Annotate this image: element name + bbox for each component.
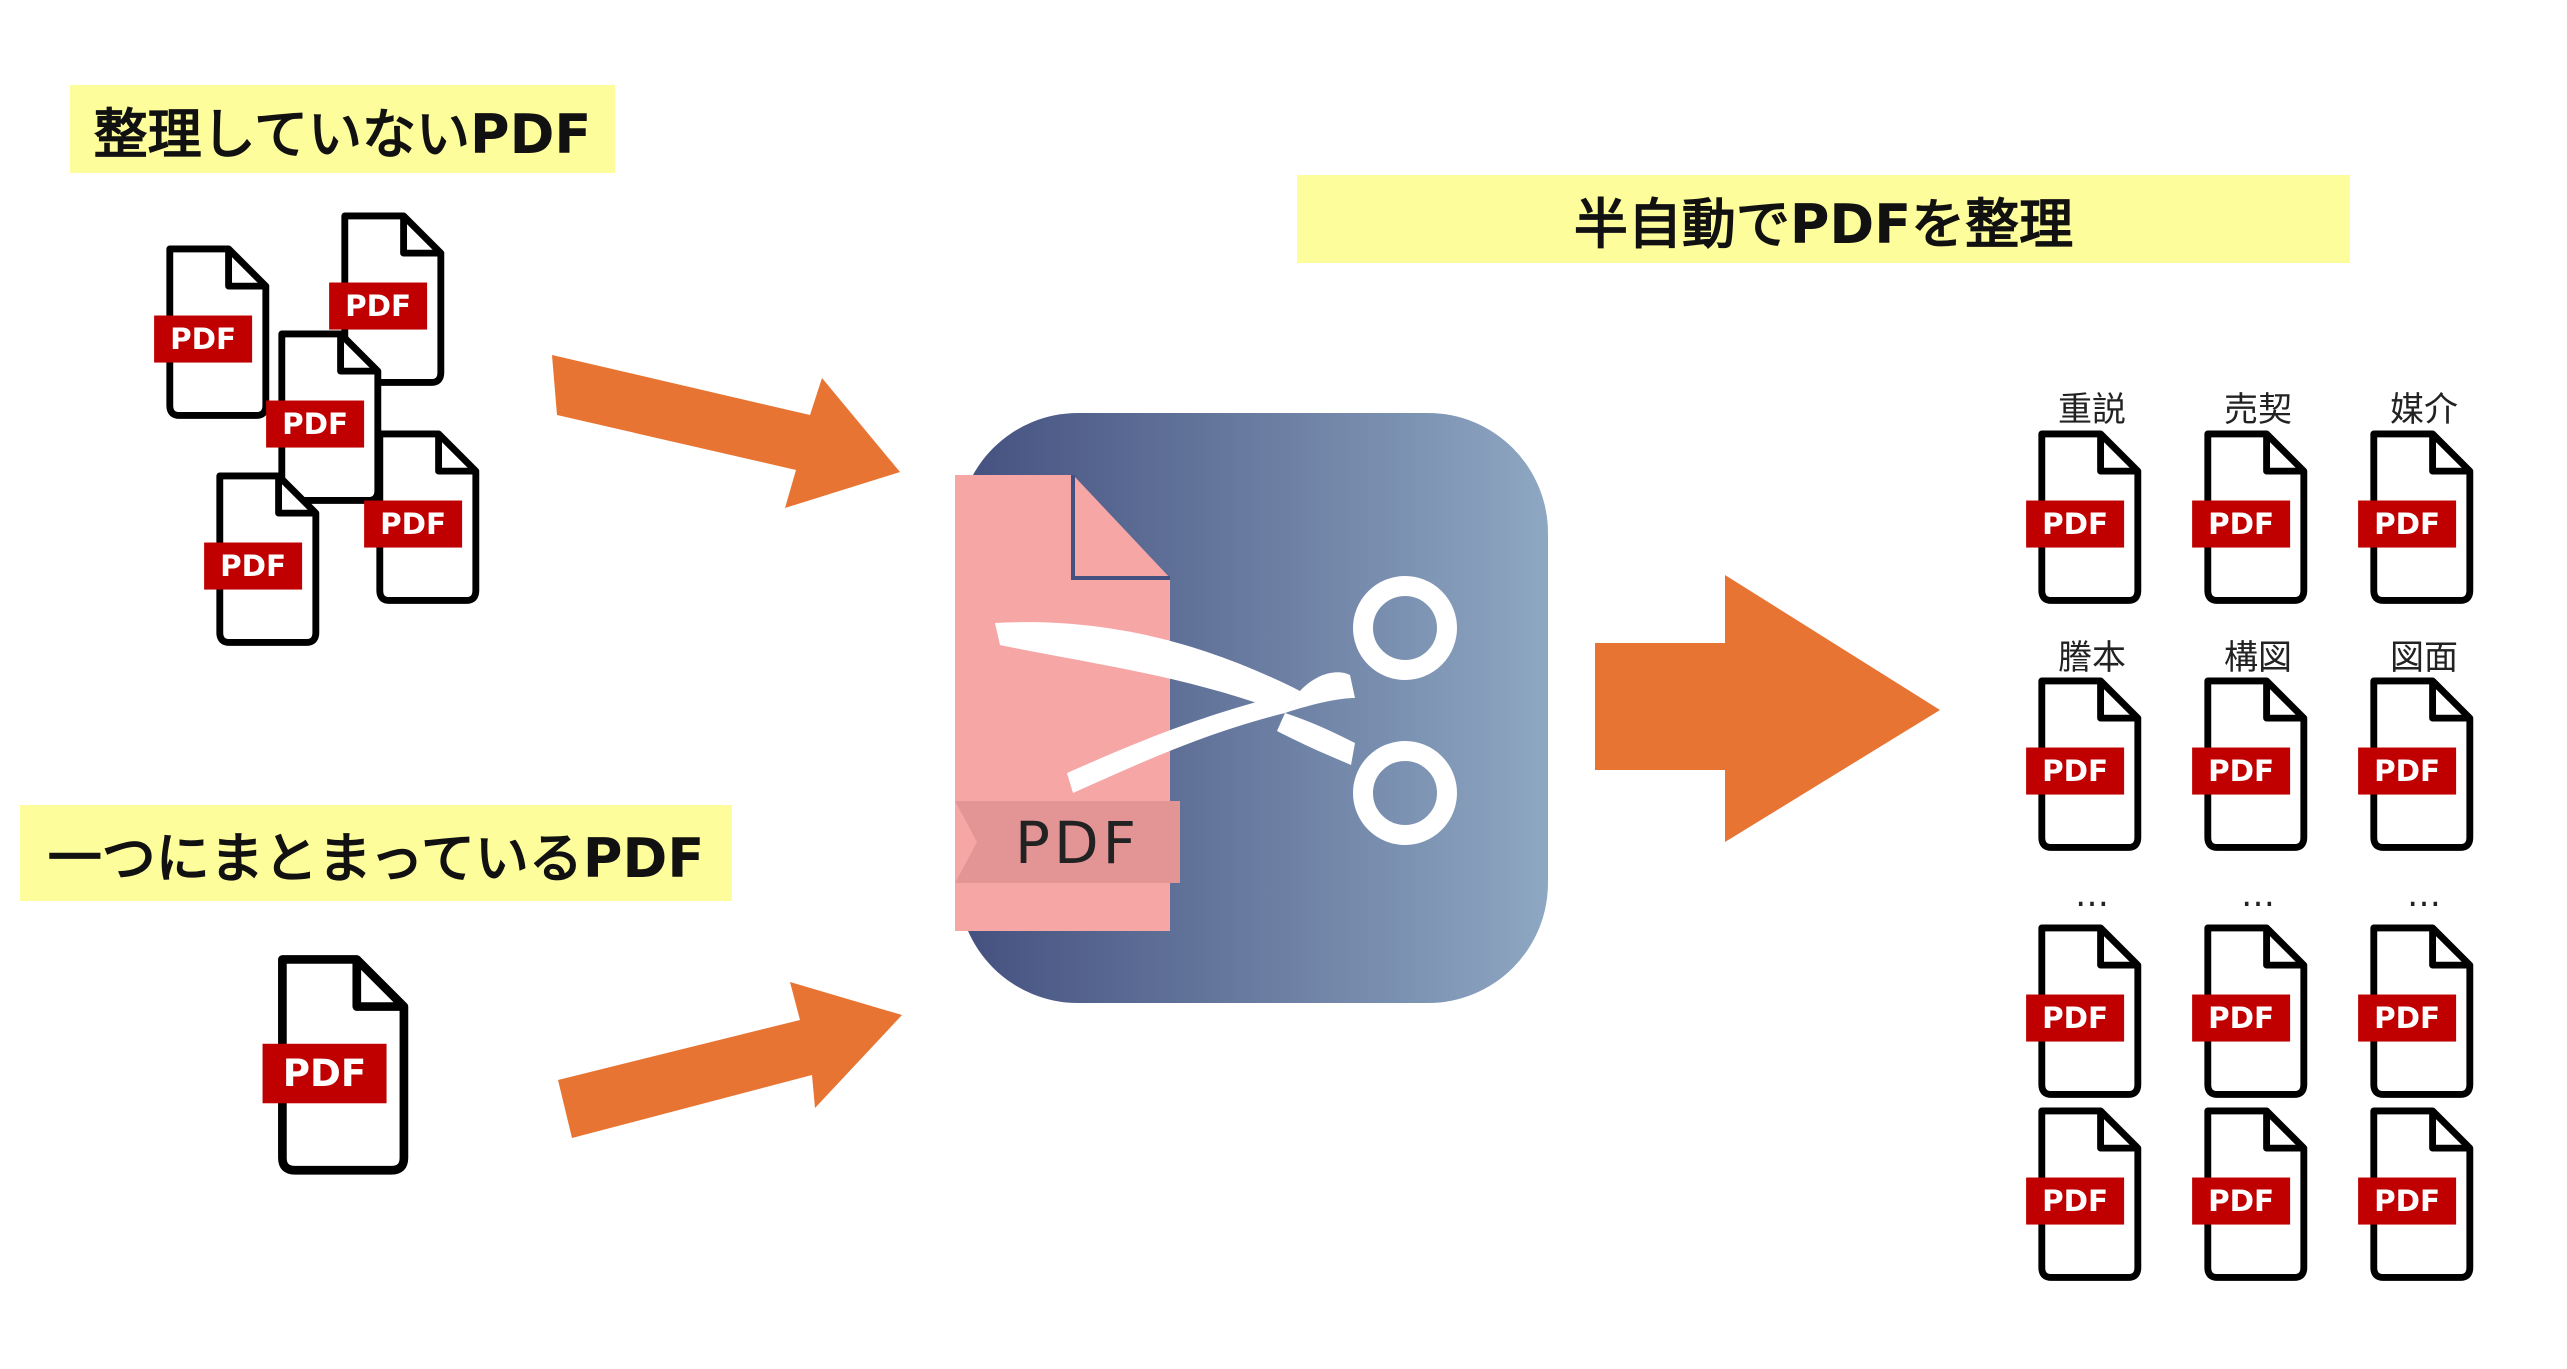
pdf-badge bbox=[2358, 500, 2457, 548]
pdf-badge-text: PDF bbox=[170, 322, 236, 356]
pdf-badge bbox=[2358, 1177, 2457, 1225]
pdf-badge bbox=[2026, 1177, 2125, 1225]
pdf-badge bbox=[266, 400, 365, 448]
pdf-badge bbox=[2026, 994, 2125, 1042]
pdf-badge-text: PDF bbox=[2374, 1001, 2440, 1035]
pdf-badge-text: PDF bbox=[220, 549, 286, 583]
category-label: 図面 bbox=[2390, 638, 2458, 678]
pdf-badge-text: PDF bbox=[345, 289, 411, 323]
pdf-badge bbox=[154, 315, 253, 363]
scissors-icon bbox=[995, 622, 1355, 793]
organized-pdf-file: PDF bbox=[2358, 1105, 2480, 1283]
organized-pdf-file: PDF bbox=[2026, 428, 2148, 606]
pdf-badge bbox=[2026, 500, 2125, 548]
category-label: … bbox=[2407, 875, 2441, 915]
combined-pdf-file: PDF bbox=[262, 952, 416, 1178]
pdf-badge bbox=[329, 282, 428, 330]
pdf-badge-text: PDF bbox=[2374, 507, 2440, 541]
pdf-badge bbox=[2192, 1177, 2291, 1225]
scattered-pdf-file: PDF bbox=[329, 210, 451, 388]
pdf-badge-text: PDF bbox=[2374, 1184, 2440, 1218]
pdf-badge bbox=[204, 542, 303, 590]
pdf-badge-text: PDF bbox=[2208, 754, 2274, 788]
category-label: 売契 bbox=[2224, 390, 2292, 430]
combined-pdf-label: 一つにまとまっているPDF bbox=[20, 805, 732, 901]
organized-pdf-file: PDF bbox=[2026, 922, 2148, 1100]
organized-pdf-file: PDF bbox=[2192, 922, 2314, 1100]
scattered-pdf-file: PDF bbox=[266, 328, 388, 506]
category-label: … bbox=[2075, 875, 2109, 915]
pdf-badge-text: PDF bbox=[282, 407, 348, 441]
organized-pdf-file: PDF bbox=[2358, 675, 2480, 853]
pdf-badge bbox=[2026, 747, 2125, 795]
organized-pdf-file: PDF bbox=[2192, 675, 2314, 853]
scattered-pdf-file: PDF bbox=[204, 470, 326, 648]
pdf-badge bbox=[2192, 994, 2291, 1042]
organized-pdf-file: PDF bbox=[2192, 1105, 2314, 1283]
pdf-badge-text: PDF bbox=[380, 507, 446, 541]
organized-pdf-file: PDF bbox=[2358, 428, 2480, 606]
pdf-badge-text: PDF bbox=[2042, 1184, 2108, 1218]
arrow-top-left-icon bbox=[552, 355, 900, 508]
organized-pdf-file: PDF bbox=[2358, 922, 2480, 1100]
category-label: 謄本 bbox=[2058, 638, 2126, 678]
pdf-badge-text: PDF bbox=[2042, 754, 2108, 788]
category-label: 重説 bbox=[2058, 390, 2126, 430]
arrow-right-icon bbox=[1595, 575, 1940, 842]
pdf-badge-text: PDF bbox=[2042, 507, 2108, 541]
category-label: … bbox=[2241, 875, 2275, 915]
app-icon-pdf-badge: PDF bbox=[1015, 809, 1140, 877]
pdf-badge bbox=[2192, 500, 2291, 548]
pdf-badge-text: PDF bbox=[2208, 1001, 2274, 1035]
category-label: 構図 bbox=[2224, 638, 2292, 678]
organized-pdf-file: PDF bbox=[2192, 428, 2314, 606]
pdf-badge-text: PDF bbox=[2042, 1001, 2108, 1035]
pdf-badge bbox=[262, 1043, 387, 1104]
arrow-bottom-left-icon bbox=[558, 982, 902, 1138]
semi-auto-organize-label: 半自動でPDFを整理 bbox=[1297, 175, 2350, 263]
organized-pdf-file: PDF bbox=[2026, 675, 2148, 853]
scattered-pdf-file: PDF bbox=[364, 428, 486, 606]
pdf-badge bbox=[2358, 994, 2457, 1042]
pdf-badge-text: PDF bbox=[283, 1051, 367, 1095]
scattered-pdf-file: PDF bbox=[154, 243, 276, 421]
organized-pdf-file: PDF bbox=[2026, 1105, 2148, 1283]
pdf-scissors-app-icon: PDF bbox=[955, 413, 1548, 1003]
pdf-badge-text: PDF bbox=[2208, 507, 2274, 541]
pdf-badge-text: PDF bbox=[2374, 754, 2440, 788]
pdf-badge bbox=[2192, 747, 2291, 795]
pdf-badge bbox=[364, 500, 463, 548]
unorganized-pdf-label: 整理していないPDF bbox=[70, 85, 615, 173]
pdf-badge-text: PDF bbox=[2208, 1184, 2274, 1218]
category-label: 媒介 bbox=[2390, 390, 2458, 430]
pdf-badge bbox=[2358, 747, 2457, 795]
